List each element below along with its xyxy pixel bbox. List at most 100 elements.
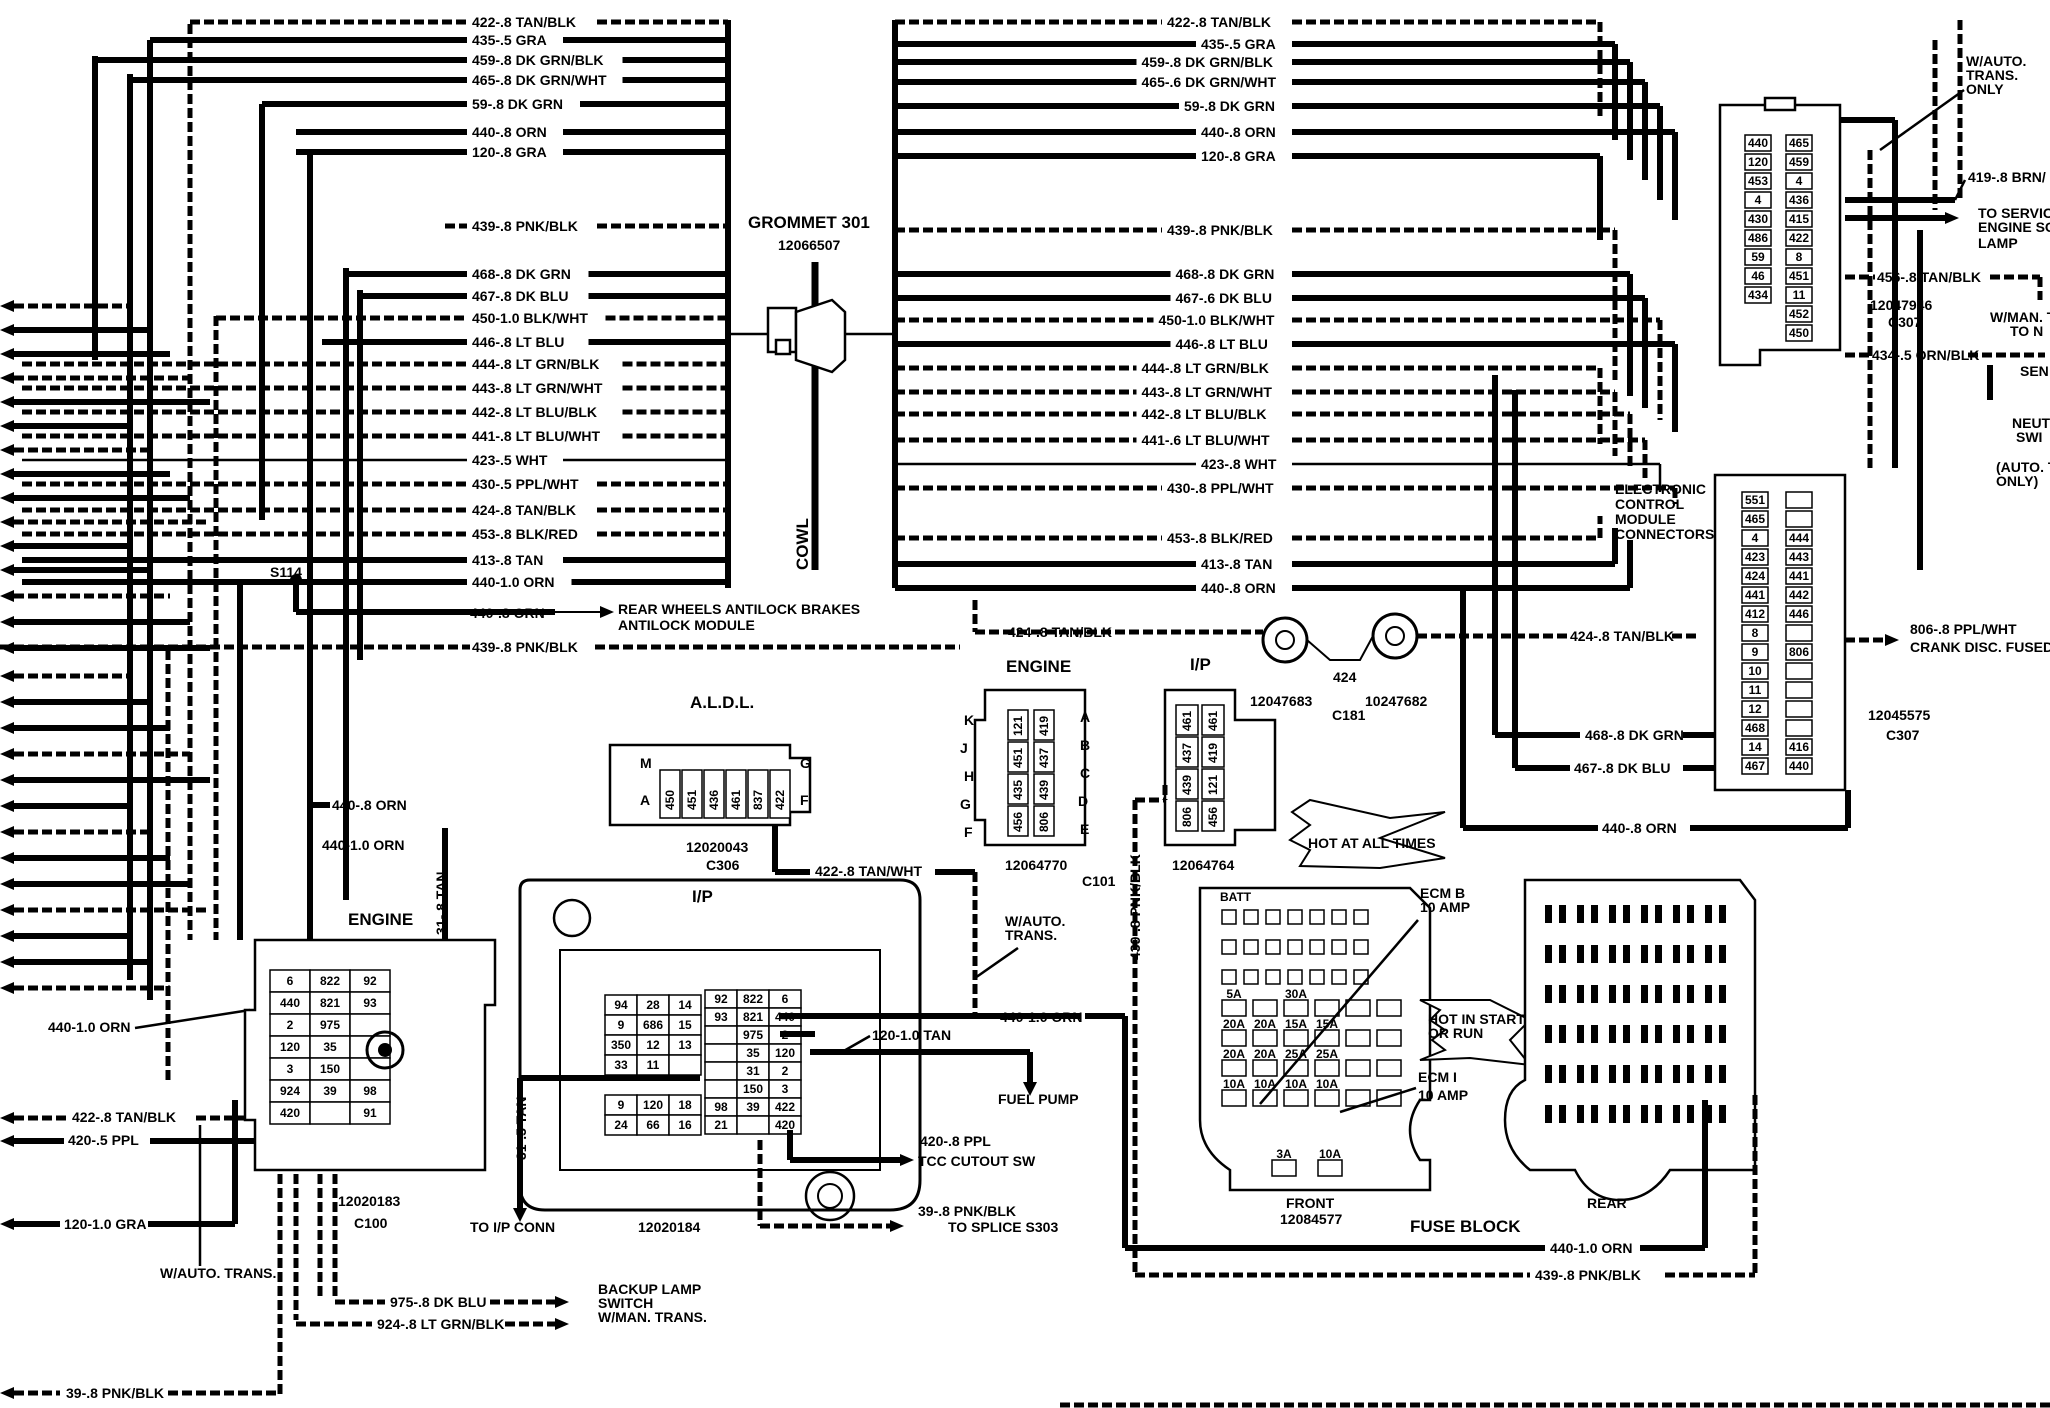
rear-terminal	[1545, 905, 1552, 923]
c100-pin: 2	[287, 1018, 294, 1032]
rear-terminal	[1559, 905, 1566, 923]
fuse-rating: 20A	[1223, 1047, 1245, 1061]
left-arrow-2	[0, 348, 14, 360]
left-wire-label-21: 440-1.0 ORN	[472, 574, 554, 590]
rear-terminal	[1641, 1025, 1648, 1043]
c101i-pin: 419	[1206, 743, 1220, 763]
right-wire-label-16: 423-.8 WHT	[1201, 456, 1277, 472]
ecm-b-1: ECM B	[1420, 885, 1465, 901]
c307a-pin: 8	[1796, 250, 1803, 264]
c307b-pin: 806	[1789, 645, 1809, 659]
c307b-pin-cell	[1741, 700, 1769, 718]
c100-cell	[309, 1101, 351, 1125]
left-wire-label-10: 450-1.0 BLK/WHT	[472, 310, 588, 326]
ecm-text-4: CONNECTORS	[1615, 526, 1714, 542]
pnk-439-fuse-label: 439-.8 PNK/BLK	[1535, 1267, 1641, 1283]
c307b-pin: 551	[1745, 493, 1765, 507]
sen-2: NEUT	[2012, 415, 2050, 431]
c307a-pin: 4	[1796, 174, 1803, 188]
ip-left-pin: 12	[646, 1038, 660, 1052]
c307a-pin-cell	[1785, 172, 1813, 190]
c307b-pin: 10	[1748, 664, 1762, 678]
rear-terminal	[1687, 1025, 1694, 1043]
aldl-pin: 461	[729, 790, 743, 810]
aldl-pin: 450	[663, 790, 677, 810]
left-arrow-27	[0, 982, 14, 994]
c307b-pin-cell	[1741, 643, 1769, 661]
aldl-letter: F	[800, 792, 809, 808]
ip-right-pin: 822	[743, 992, 763, 1006]
left-wire-label-11: 446-.8 LT BLU	[472, 334, 564, 350]
ip-right-pin: 35	[746, 1046, 760, 1060]
ip-bottom-pin: 66	[646, 1118, 660, 1132]
c101i-pin: 439	[1180, 775, 1194, 795]
left-arrow-8	[0, 492, 14, 504]
c307-lower-pins: 5514654423424441412891011124681446744444…	[1741, 491, 1813, 775]
right-wire-label-14: 442-.8 LT BLU/BLK	[1142, 406, 1267, 422]
rear-terminal	[1559, 945, 1566, 963]
rear-terminal	[1577, 945, 1584, 963]
left-arrow-4	[0, 396, 14, 408]
rear-terminal	[1705, 1025, 1712, 1043]
c181-tan-right: 424-.8 TAN/BLK	[1570, 628, 1674, 644]
ecm-text-1: ELECTRONIC	[1615, 481, 1706, 497]
rear-terminal	[1577, 1025, 1584, 1043]
aldl-pin-cell	[659, 769, 681, 819]
auto-only-3: ONLY	[1966, 81, 2004, 97]
right-wire-label-4: 59-.8 DK GRN	[1184, 98, 1275, 114]
ip-left-pin: 13	[678, 1038, 692, 1052]
fuse-rating: 30A	[1285, 987, 1307, 1001]
c307a-pin: 436	[1789, 193, 1809, 207]
tan-31-ip-label: 31-.5 TAN	[513, 1096, 529, 1160]
rear-terminal	[1609, 945, 1616, 963]
c307a-pin: 4	[1755, 193, 1762, 207]
c307a-pin-cell	[1785, 267, 1813, 285]
c307b-pin-cell	[1741, 586, 1769, 604]
c307b-pin: 468	[1745, 721, 1765, 735]
aldl-pin-cell	[681, 769, 703, 819]
c307b-pin: 443	[1789, 550, 1809, 564]
orn-440-fuse-label: 440-1.0 ORN	[1550, 1240, 1632, 1256]
rear-terminal	[1641, 985, 1648, 1003]
rear-terminal	[1705, 945, 1712, 963]
ip-left-pin: 686	[643, 1018, 663, 1032]
fuse-relay-slot	[1309, 909, 1325, 925]
c307b-pin-cell	[1785, 548, 1813, 566]
rear-terminal	[1623, 905, 1630, 923]
auto-only-2: TRANS.	[1966, 67, 2018, 83]
rear-terminal	[1591, 945, 1598, 963]
left-arrow-19	[0, 774, 14, 786]
rear-terminal	[1719, 945, 1726, 963]
rear-abs-text-1: REAR WHEELS ANTILOCK BRAKES	[618, 601, 860, 617]
c181-name: C181	[1332, 707, 1366, 723]
c100-pin: 120	[280, 1040, 300, 1054]
rear-terminal	[1545, 1025, 1552, 1043]
ip-bottom-cell	[668, 1114, 702, 1136]
left-arrow-3	[0, 372, 14, 384]
c101e-letter: D	[1078, 793, 1088, 809]
rear-terminal	[1673, 1025, 1680, 1043]
c100-cell	[349, 1101, 391, 1125]
brn-419-label: 419-.8 BRN/	[1968, 169, 2046, 185]
c307b-pin: 423	[1745, 550, 1765, 564]
ip-right-cell	[736, 1115, 770, 1135]
rear-abs-wire-label: 440-.8 ORN	[470, 605, 545, 621]
rear-terminal	[1577, 985, 1584, 1003]
c101e-pin-cell	[1007, 709, 1029, 741]
tan-120-label: 120-1.0 TAN	[872, 1027, 951, 1043]
c101e-pin: 806	[1037, 812, 1051, 832]
fuse-slot	[1314, 1089, 1340, 1107]
left-wire-label-5: 440-.8 ORN	[472, 124, 547, 140]
fuse-relay-slot	[1265, 909, 1281, 925]
tan-456-label: 456-.8 TAN/BLK	[1877, 269, 1981, 285]
ip-left-pin: 350	[611, 1038, 631, 1052]
rear-terminal	[1623, 985, 1630, 1003]
rear-terminal	[1687, 905, 1694, 923]
c307a-pin: 46	[1751, 269, 1765, 283]
fuse-slot	[1376, 999, 1402, 1017]
left-arrow-6	[0, 444, 14, 456]
c307a-pin: 459	[1789, 155, 1809, 169]
